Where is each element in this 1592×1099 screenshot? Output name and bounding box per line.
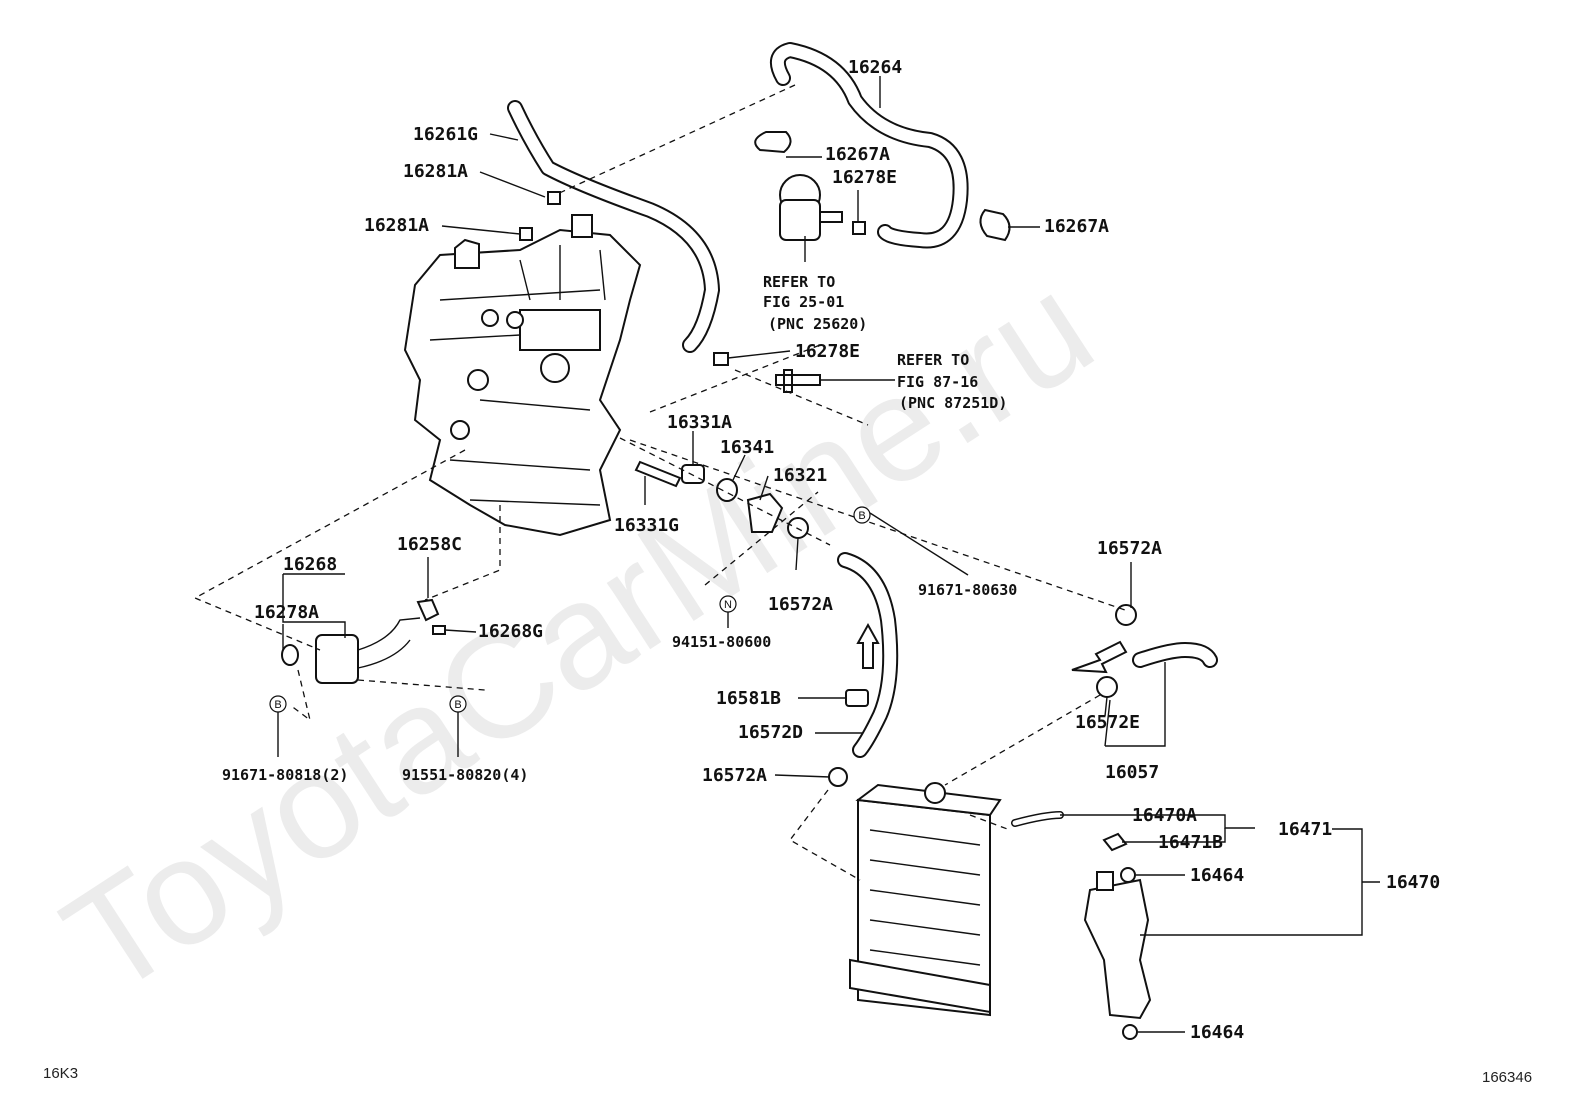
callout-labels: 16264 16261G 16267A 16278E 16281A 16281A… bbox=[254, 57, 1440, 1043]
circle-symbol-n: N bbox=[719, 595, 737, 613]
gasket-16258C bbox=[416, 598, 440, 622]
clips-and-fittings bbox=[281, 131, 1138, 1040]
bolt-16268G bbox=[432, 625, 446, 635]
callout-16464-b: 16464 bbox=[1190, 1022, 1244, 1043]
callout-16341: 16341 bbox=[720, 437, 774, 458]
svg-text:B: B bbox=[454, 699, 461, 711]
flow-arrow-up bbox=[856, 622, 880, 669]
svg-text:REFER TO: REFER TO bbox=[763, 273, 835, 291]
svg-text:B: B bbox=[274, 699, 281, 711]
stud-16331G bbox=[634, 460, 682, 488]
callout-16331A: 16331A bbox=[667, 412, 732, 433]
callout-16278E-top: 16278E bbox=[832, 167, 897, 188]
callout-16281A-2: 16281A bbox=[364, 215, 429, 236]
hose-16470A bbox=[1011, 811, 1064, 827]
clip-16267A-right bbox=[979, 208, 1011, 242]
dashed-references bbox=[193, 84, 1126, 881]
callout-16464-a: 16464 bbox=[1190, 865, 1244, 886]
refer-note-1: REFER TO FIG 25-01 (PNC 25620) bbox=[763, 273, 867, 333]
callout-16268: 16268 bbox=[283, 554, 337, 575]
flow-arrow-left bbox=[1071, 640, 1128, 674]
callout-16572A-a: 16572A bbox=[1097, 538, 1162, 559]
grommet-16464-b bbox=[1122, 1024, 1138, 1040]
callout-16572D: 16572D bbox=[738, 722, 803, 743]
o-ring-16278A bbox=[281, 644, 299, 666]
svg-text:(PNC 87251D): (PNC 87251D) bbox=[899, 394, 1007, 412]
callout-16258C: 16258C bbox=[397, 534, 462, 555]
hose-16264 bbox=[769, 42, 969, 249]
hose-16572D bbox=[837, 552, 899, 758]
clip-16267A-top bbox=[754, 131, 792, 154]
thermostat-16321 bbox=[746, 492, 784, 533]
callout-16261G: 16261G bbox=[413, 124, 478, 145]
callout-16321: 16321 bbox=[773, 465, 827, 486]
svg-text:B: B bbox=[858, 510, 865, 522]
callout-16267A-top: 16267A bbox=[825, 144, 890, 165]
callout-16268G: 16268G bbox=[478, 621, 543, 642]
callout-16581B: 16581B bbox=[716, 688, 781, 709]
svg-text:REFER TO: REFER TO bbox=[897, 351, 969, 369]
callout-16267A-right: 16267A bbox=[1044, 216, 1109, 237]
callout-16470: 16470 bbox=[1386, 872, 1440, 893]
callout-94151-80600: 94151-80600 bbox=[672, 633, 771, 651]
clip-16281A-2 bbox=[519, 227, 533, 241]
thermostat-housing bbox=[681, 464, 705, 484]
hose-16057 bbox=[1132, 642, 1218, 668]
clamp-16278E-mid bbox=[713, 352, 729, 366]
callout-16281A-1: 16281A bbox=[403, 161, 468, 182]
callout-16471: 16471 bbox=[1278, 819, 1332, 840]
radiator bbox=[849, 782, 1002, 1017]
refer-note-2: REFER TO FIG 87-16 (PNC 87251D) bbox=[897, 351, 1007, 412]
svg-text:N: N bbox=[724, 599, 732, 611]
bypass-unit bbox=[315, 634, 359, 684]
hose-16261G bbox=[507, 100, 720, 353]
circle-symbol-b-1: B bbox=[853, 506, 871, 524]
callout-16572E: 16572E bbox=[1075, 712, 1140, 733]
callout-16470A: 16470A bbox=[1132, 805, 1197, 826]
svg-text:FIG 25-01: FIG 25-01 bbox=[763, 293, 844, 311]
callout-91671-80630: 91671-80630 bbox=[918, 581, 1017, 599]
corner-code-left: 16K3 bbox=[43, 1065, 78, 1082]
callout-16264: 16264 bbox=[848, 57, 902, 78]
grommet-16464-a bbox=[1120, 867, 1136, 883]
bolt-numbers: 91671-80630 94151-80600 91671-80818(2) 9… bbox=[222, 581, 1017, 784]
cap-16471B bbox=[1102, 832, 1128, 852]
clamp-16581B bbox=[845, 689, 869, 707]
engine-block bbox=[403, 214, 642, 537]
callout-16572A-b: 16572A bbox=[768, 594, 833, 615]
circle-symbol-b-3: B bbox=[449, 695, 467, 713]
callout-16471B: 16471B bbox=[1158, 832, 1223, 853]
callout-91551-80820: 91551-80820(4) bbox=[402, 766, 528, 784]
svg-text:(PNC 25620): (PNC 25620) bbox=[768, 315, 867, 333]
clamp-16572A-c bbox=[828, 767, 848, 787]
callout-16057: 16057 bbox=[1105, 762, 1159, 783]
reservoir-tank bbox=[1083, 871, 1152, 1020]
circle-symbol-b-2: B bbox=[269, 695, 287, 713]
clamp-16572A-a bbox=[1115, 604, 1137, 626]
callout-16278A: 16278A bbox=[254, 602, 319, 623]
clip-16281A-1 bbox=[547, 191, 561, 205]
gasket-16341 bbox=[716, 478, 738, 502]
clamp-16278E-top bbox=[852, 221, 866, 235]
leader-lines bbox=[277, 76, 1380, 1033]
svg-text:FIG 87-16: FIG 87-16 bbox=[897, 373, 978, 391]
callout-16278E-mid: 16278E bbox=[795, 341, 860, 362]
corner-code-right: 166346 bbox=[1482, 1069, 1532, 1086]
clamp-16572E bbox=[1096, 676, 1118, 698]
callout-16572A-c: 16572A bbox=[702, 765, 767, 786]
callout-16331G: 16331G bbox=[614, 515, 679, 536]
callout-91671-80818: 91671-80818(2) bbox=[222, 766, 348, 784]
